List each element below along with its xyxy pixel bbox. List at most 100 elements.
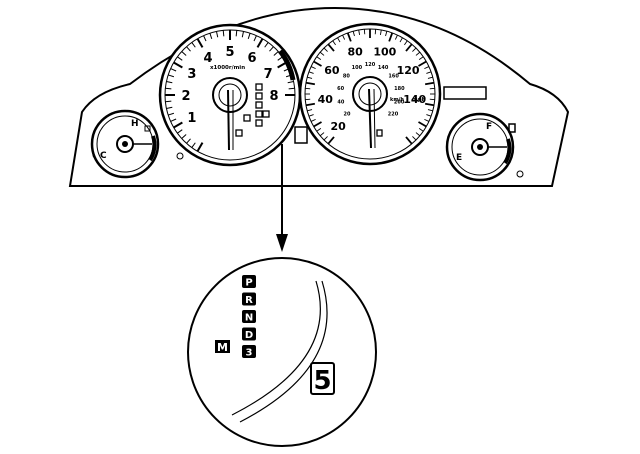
speed-tick	[388, 32, 394, 42]
manual-mode-label: M	[217, 341, 228, 354]
tach-tick	[241, 31, 245, 38]
mph-label: 20	[331, 120, 347, 133]
gear-number-display	[310, 362, 335, 395]
callout-arrowhead	[276, 234, 288, 252]
speed-tick	[346, 32, 352, 42]
tach-tick	[166, 106, 173, 110]
speed-tick	[352, 31, 355, 37]
speed-tick	[310, 118, 316, 122]
speed-tick	[427, 76, 433, 79]
speed-tick	[379, 29, 382, 35]
speed-tick	[316, 56, 322, 60]
tach-tick	[186, 46, 191, 52]
speed-tick	[323, 136, 328, 141]
speed-ticks	[305, 29, 435, 145]
speed-tick	[426, 114, 432, 117]
gear-indicator-label: D	[245, 330, 253, 341]
speed-tick	[385, 31, 388, 37]
speed-tick	[323, 47, 328, 52]
speed-tick	[415, 132, 421, 137]
tach-label: 6	[247, 51, 256, 66]
kmh-unit-label: km/h	[390, 97, 404, 103]
speed-tick	[319, 132, 325, 137]
mph-label: 140	[403, 93, 426, 106]
kmh-label: 120	[365, 62, 376, 68]
speed-tick	[327, 136, 335, 145]
speed-tick	[307, 76, 313, 79]
tach-tick	[288, 87, 295, 90]
speed-tick	[305, 102, 316, 107]
speed-tick	[342, 34, 346, 40]
tach-tick	[165, 87, 172, 90]
speed-tick	[319, 51, 325, 56]
temperature-gauge: H C	[90, 109, 160, 179]
tach-tick	[269, 46, 274, 52]
tach-label: 2	[181, 89, 190, 104]
speed-tick	[310, 66, 316, 70]
speed-tick	[332, 40, 336, 46]
tach-indicator-lamps	[235, 83, 270, 137]
speed-tick	[327, 43, 335, 52]
temp-hot-label: H	[131, 119, 139, 129]
kmh-label: 160	[388, 74, 399, 80]
gear-indicator-label: N	[245, 313, 253, 324]
gear-indicator-box	[242, 310, 256, 323]
odometer-display	[443, 86, 487, 100]
tach-tick	[196, 142, 204, 152]
tach-tick	[165, 100, 172, 103]
speed-tick	[426, 71, 432, 74]
speed-tick	[404, 40, 408, 46]
mph-label: 100	[373, 46, 396, 59]
tach-tick	[166, 80, 173, 84]
tach-tick	[222, 30, 225, 37]
tach-tick	[196, 38, 204, 48]
speed-tick	[305, 81, 316, 86]
tach-tick	[191, 142, 196, 148]
speed-tick	[418, 128, 424, 132]
speed-tick	[358, 29, 361, 35]
kmh-label: 140	[378, 65, 389, 71]
gear-number-digit: 5	[313, 366, 331, 396]
tach-redline	[277, 49, 296, 81]
tach-tick	[170, 118, 177, 122]
tach-label: 7	[264, 67, 273, 82]
tach-tick	[253, 35, 257, 42]
speed-tick	[424, 81, 435, 86]
kmh-label: 220	[388, 111, 399, 117]
tach-tick	[215, 31, 219, 38]
tach-label: 5	[225, 45, 234, 60]
speed-tick	[427, 109, 433, 112]
tach-label: 4	[203, 51, 212, 66]
speed-tick	[308, 114, 314, 117]
tach-tick	[168, 74, 175, 78]
speed-tick	[399, 37, 403, 43]
speed-tick	[394, 34, 398, 40]
tach-tick	[287, 80, 294, 84]
housing-screw	[176, 152, 184, 160]
kmh-label: 80	[343, 74, 350, 80]
speed-tick	[412, 47, 417, 52]
speed-tick	[313, 121, 322, 128]
fuel-gauge: F E	[445, 112, 516, 182]
tach-tick	[186, 138, 191, 144]
fuel-full-label: F	[486, 122, 492, 132]
tach-tick	[235, 30, 238, 37]
tach-label: 3	[187, 67, 196, 82]
speed-tick	[316, 128, 322, 132]
speed-indicator-lamp	[376, 129, 383, 137]
speed-tick	[424, 102, 435, 107]
tach-tick	[256, 38, 264, 48]
kmh-label: 180	[394, 86, 405, 92]
tach-label: 1	[187, 111, 196, 126]
kmh-label: 20	[344, 111, 351, 117]
gear-indicator-label: 3	[246, 348, 253, 359]
tach-tick	[247, 33, 251, 40]
kmh-label: 60	[337, 86, 344, 92]
gear-indicator-label: R	[245, 295, 253, 306]
speed-tick	[424, 118, 430, 122]
